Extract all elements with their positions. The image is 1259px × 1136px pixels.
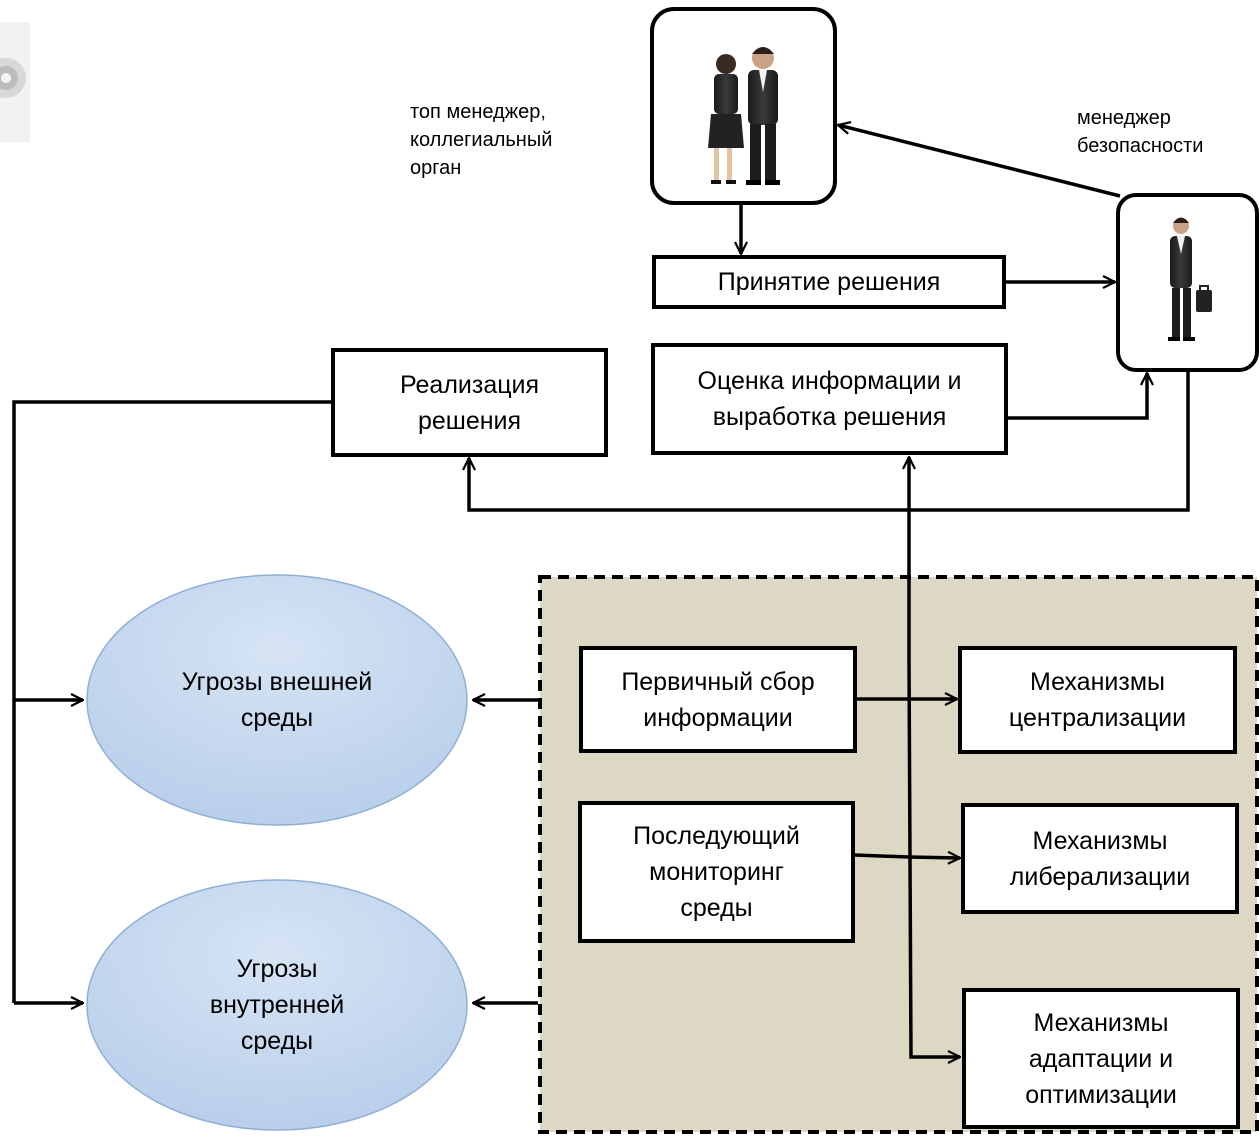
box-primary-collection (579, 646, 857, 753)
box-line: централизации (1008, 704, 1187, 732)
ellipse-line: Угрозы внешней (181, 668, 373, 696)
cropped-logo-icon (0, 22, 30, 142)
box-liberalization (961, 803, 1239, 914)
box-decision-making (652, 255, 1006, 309)
ellipse-line: Угрозы (236, 955, 318, 983)
box-line: Оценка информации и (697, 367, 962, 395)
arrow-to-adaptation (907, 659, 960, 1057)
arrow-monitoring-to-liberalization (854, 855, 960, 858)
businessman-icon (1168, 217, 1212, 341)
box-line: адаптации и (1028, 1044, 1174, 1073)
box-line: Механизмы (1032, 826, 1168, 855)
ellipse-line: среды (240, 704, 314, 732)
label-decision-making: Принятие решения (654, 257, 1004, 307)
ellipse-line: внутренней (209, 991, 345, 1019)
label-primary-collection: Первичный сбор информации (581, 648, 855, 751)
box-monitoring (578, 801, 855, 943)
label-centralization: Механизмы централизации (960, 648, 1235, 752)
top-manager-frame (650, 7, 837, 205)
arrow-evaluation-to-security (1008, 373, 1147, 420)
box-line: Принятие решения (717, 268, 941, 296)
caption-security-manager: менеджер безопасности (1077, 102, 1257, 162)
caption-line: менеджер (1077, 107, 1171, 129)
box-line: Механизмы (1033, 1008, 1169, 1037)
ellipse-line: среды (240, 1027, 314, 1055)
box-line: Последующий (633, 822, 800, 850)
arrow-security-to-top (838, 125, 1121, 198)
ellipse-internal-threats (86, 879, 468, 1131)
box-evaluation (651, 343, 1008, 455)
box-line: среды (680, 894, 753, 922)
arrow-security-to-implementation (469, 372, 1190, 512)
label-implementation: Реализация решения (333, 350, 606, 455)
caption-top-manager: топ менеджер, коллегиальный орган (410, 95, 630, 185)
box-line: решения (417, 406, 522, 435)
box-adaptation (962, 988, 1240, 1129)
box-implementation (331, 348, 608, 457)
caption-line: безопасности (1077, 135, 1204, 157)
caption-line: коллегиальный (410, 129, 553, 151)
box-line: выработка решения (712, 403, 947, 431)
label-evaluation: Оценка информации и выработка решения (653, 345, 1006, 453)
label-internal-threats: Угрозы внутренней среды (117, 940, 437, 1070)
people-pair-icon (708, 47, 780, 185)
box-line: Реализация (399, 370, 540, 399)
box-line: оптимизации (1025, 1080, 1177, 1109)
box-line: Механизмы (1030, 668, 1165, 696)
label-adaptation: Механизмы адаптации и оптимизации (964, 990, 1238, 1127)
box-line: либерализации (1009, 862, 1191, 891)
caption-line: топ менеджер, (410, 101, 546, 123)
box-line: информации (643, 703, 793, 732)
caption-line: орган (410, 157, 462, 179)
box-line: мониторинг (649, 858, 784, 886)
box-line: Первичный сбор (621, 667, 815, 696)
label-external-threats: Угрозы внешней среды (117, 640, 437, 760)
ellipse-external-threats (86, 574, 468, 826)
implementation-left-bracket (12, 400, 333, 1003)
label-liberalization: Механизмы либерализации (963, 805, 1237, 912)
box-centralization (958, 646, 1237, 754)
label-monitoring: Последующий мониторинг среды (580, 803, 853, 941)
